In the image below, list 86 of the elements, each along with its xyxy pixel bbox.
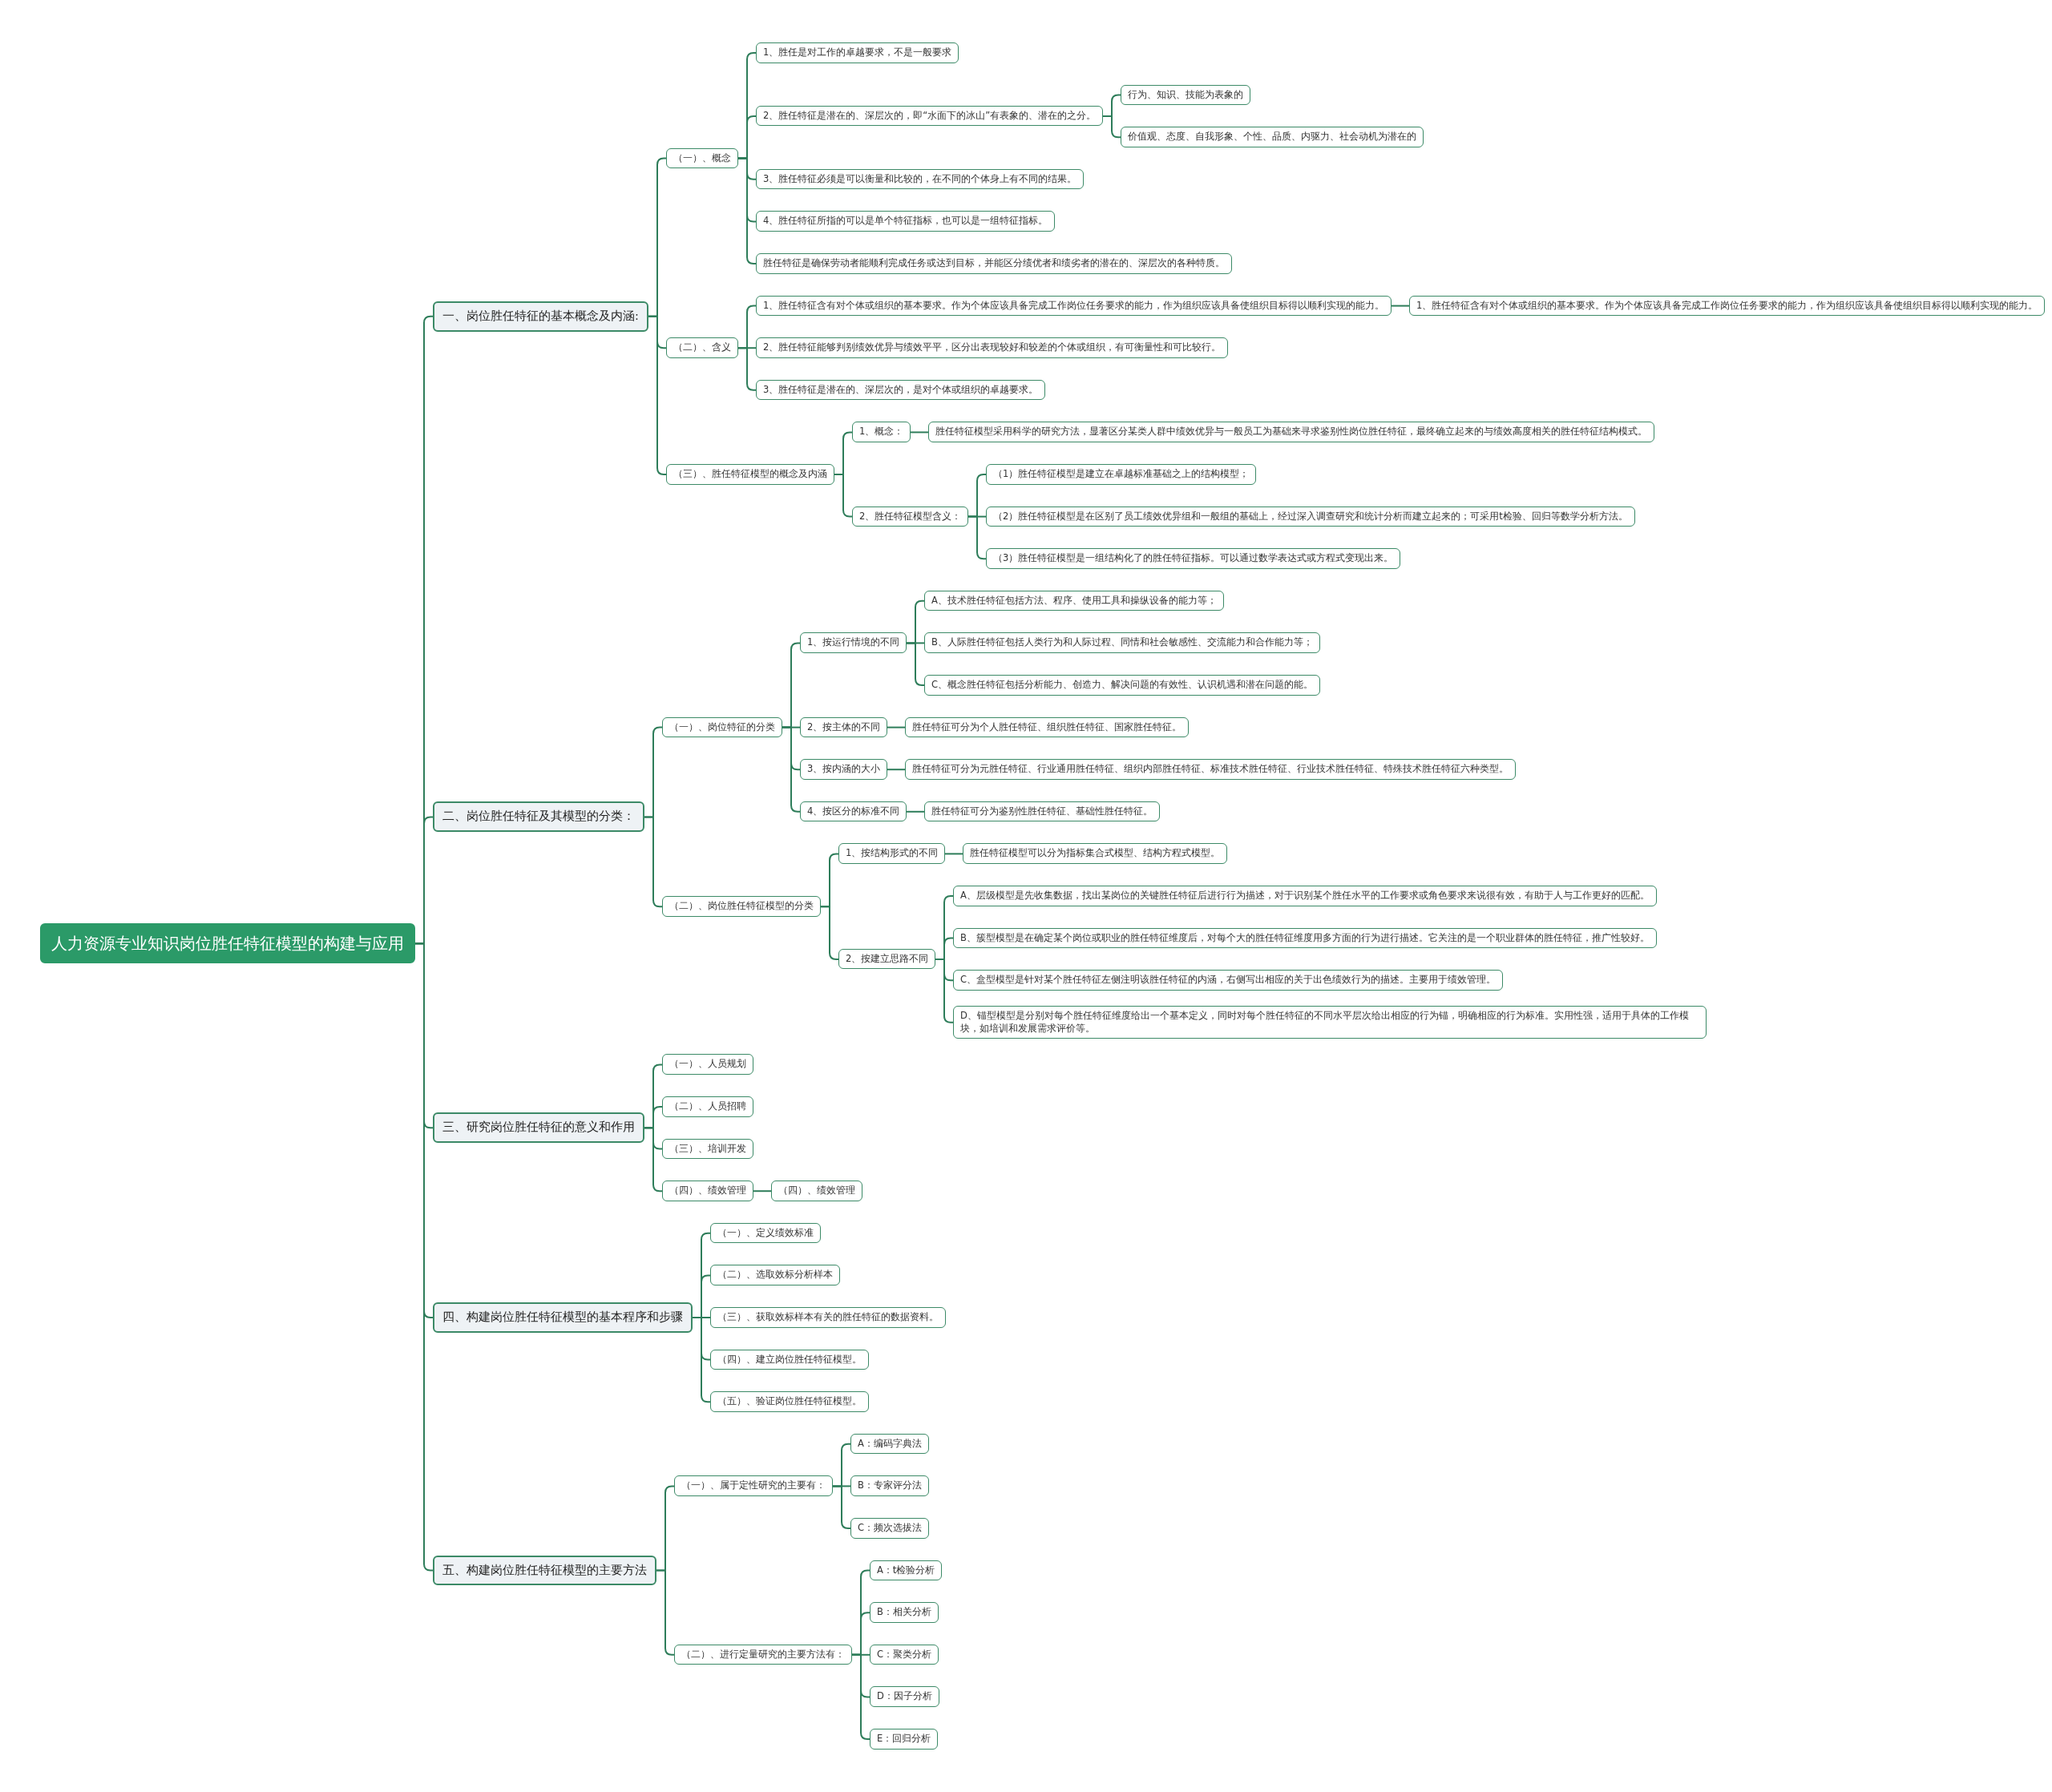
subtopic: A、技术胜任特征包括方法、程序、使用工具和操纵设备的能力等； — [924, 590, 1224, 611]
subtopic: A：编码字典法 — [850, 1433, 929, 1455]
subtopic: 胜任特征可分为元胜任特征、行业通用胜任特征、组织内部胜任特征、标准技术胜任特征、行业技术胜任特征、特殊技术胜任特征六种类型。 — [905, 759, 1516, 780]
subtopic: （三）、培训开发 — [662, 1138, 753, 1160]
subtopic: 2、按主体的不同 — [800, 716, 888, 738]
connector-line — [737, 157, 757, 264]
subtopic: 1、概念： — [852, 422, 911, 442]
subtopic: 1、胜任是对工作的卓越要求，不是一般要求 — [756, 42, 959, 63]
subtopic: 2、按建立思路不同 — [838, 948, 936, 970]
subtopic: D：因子分析 — [870, 1686, 939, 1707]
subtopic: （一）、岗位特征的分类 — [662, 716, 782, 738]
connector-line — [851, 1653, 870, 1740]
subtopic: B、簇型模型是在确定某个岗位或职业的胜任特征维度后，对每个大的胜任特征维度用多方面的行为进行描述。它关注的是一个职业群体的胜任特征，推广性较好。 — [953, 927, 1657, 949]
connector-line — [820, 906, 839, 960]
connector-line — [644, 1127, 663, 1193]
subtopic: 4、按区分的标准不同 — [800, 801, 907, 822]
connector-line — [944, 853, 963, 855]
subtopic: A：t检验分析 — [870, 1560, 943, 1581]
subtopic: 胜任特征可分为个人胜任特征、组织胜任特征、国家胜任特征。 — [905, 716, 1189, 738]
connector-line — [887, 726, 906, 729]
subtopic: 4、胜任特征所指的可以是单个特征指标，也可以是一组特征指标。 — [756, 211, 1056, 232]
connector-line — [648, 315, 667, 475]
subtopic: （三）、胜任特征模型的概念及内涵 — [666, 464, 834, 485]
subtopic: （四）、建立岗位胜任特征模型。 — [710, 1349, 869, 1370]
subtopic: （二）、人员招聘 — [662, 1096, 753, 1117]
connector-line — [1102, 115, 1121, 139]
connector-line — [782, 726, 801, 813]
subtopic: C、盒型模型是针对某个胜任特征左侧注明该胜任特征的内涵，右侧写出相应的关于出色绩效行为的描述。主要用于绩效管理。 — [953, 970, 1504, 991]
connector-line — [906, 810, 925, 813]
subtopic: （五）、验证岗位胜任特征模型。 — [710, 1391, 869, 1412]
subtopic: B：相关分析 — [870, 1602, 939, 1623]
connector-line — [910, 431, 929, 434]
subtopic: （一）、人员规划 — [662, 1054, 753, 1075]
subtopic: （2）胜任特征模型是在区别了员工绩效优异组和一般组的基础上，经过深入调查研究和统计分析而建立起来的；可采用t检验、回归等数学分析方法。 — [986, 506, 1635, 527]
connector-line — [967, 515, 987, 560]
subtopic: C：频次选拔法 — [850, 1518, 930, 1539]
subtopic: （二）、选取效标分析样本 — [710, 1265, 840, 1285]
subtopic: C、概念胜任特征包括分析能力、创造力、解决问题的有效性、认识机遇和潜在问题的能。 — [924, 675, 1321, 696]
subtopic: 3、胜任特征必须是可以衡量和比较的，在不同的个体身上有不同的结果。 — [756, 168, 1085, 190]
branch-topic: 二、岗位胜任特征及其模型的分类： — [433, 801, 644, 833]
subtopic: （三）、获取效标样本有关的胜任特征的数据资料。 — [710, 1307, 946, 1328]
subtopic: B：专家评分法 — [850, 1475, 929, 1496]
subtopic: 胜任特征是确保劳动者能顺利完成任务或达到目标，并能区分绩优者和绩劣者的潜在的、深层次的各种特质。 — [756, 253, 1232, 274]
subtopic: 1、按结构形式的不同 — [838, 843, 946, 864]
branch-topic: 四、构建岗位胜任特征模型的基本程序和步骤 — [433, 1302, 693, 1333]
connector-line — [414, 942, 434, 1572]
subtopic: 1、胜任特征含有对个体或组织的基本要求。作为个体应该具备完成工作岗位任务要求的能力，作为组织应该具备使组织目标得以顺利实现的能力。 — [1409, 295, 2046, 317]
connector-line — [887, 769, 906, 771]
subtopic: C：聚类分析 — [870, 1644, 939, 1665]
subtopic: A、层级模型是先收集数据，找出某岗位的关键胜任特征后进行行为描述，对于识别某个胜任水平的工作要求或角色要求来说很有效，有助于人与工作更好的匹配。 — [953, 886, 1657, 906]
subtopic: （3）胜任特征模型是一组结构化了的胜任特征指标。可以通过数学表达式或方程式变现出来。 — [986, 548, 1401, 569]
connector-line — [753, 1190, 772, 1193]
subtopic: 3、胜任特征是潜在的、深层次的，是对个体或组织的卓越要求。 — [756, 379, 1046, 401]
subtopic: 1、胜任特征含有对个体或组织的基本要求。作为个体应该具备完成工作岗位任务要求的能力，作为组织应该具备使组织目标得以顺利实现的能力。 — [756, 295, 1392, 317]
subtopic: （四）、绩效管理 — [662, 1181, 753, 1201]
connector-line — [832, 1485, 851, 1529]
connector-line — [906, 642, 925, 686]
subtopic: 胜任特征可分为鉴别性胜任特征、基础性胜任特征。 — [924, 801, 1160, 822]
subtopic: 3、按内涵的大小 — [800, 759, 888, 780]
subtopic: （四）、绩效管理 — [771, 1181, 862, 1201]
subtopic: 行为、知识、技能为表象的 — [1121, 84, 1250, 106]
subtopic: 2、胜任特征是潜在的、深层次的，即“水面下的冰山”有表象的、潜在的之分。 — [756, 105, 1104, 127]
subtopic: E：回归分析 — [870, 1729, 939, 1750]
connector-line — [644, 816, 663, 908]
subtopic: （一）、属于定性研究的主要有： — [674, 1475, 833, 1496]
subtopic: （一）、定义绩效标准 — [710, 1222, 821, 1244]
subtopic: 2、胜任特征模型含义： — [852, 506, 969, 527]
subtopic: 价值观、态度、自我形象、个性、品质、内驱力、社会动机为潜在的 — [1121, 127, 1424, 147]
subtopic: B、人际胜任特征包括人类行为和人际过程、同情和社会敏感性、交流能力和合作能力等； — [924, 632, 1320, 653]
subtopic: 1、按运行情境的不同 — [800, 632, 907, 653]
subtopic: （1）胜任特征模型是建立在卓越标准基础之上的结构模型； — [986, 464, 1257, 485]
branch-topic: 三、研究岗位胜任特征的意义和作用 — [433, 1112, 644, 1144]
subtopic: （二）、进行定量研究的主要方法有： — [674, 1644, 852, 1665]
subtopic: 胜任特征模型可以分为指标集合式模型、结构方程式模型。 — [963, 843, 1227, 864]
subtopic: 胜任特征模型采用科学的研究方法，显著区分某类人群中绩效优异与一般员工为基础来寻求鉴别性岗位胜任特征，最终确立起来的与绩效高度相关的胜任特征结构模式。 — [928, 422, 1654, 442]
subtopic: D、锚型模型是分别对每个胜任特征维度给出一个基本定义，同时对每个胜任特征的不同水平层次给出相应的行为锚，明确相应的行为标准。实用性强，适用于具体的工作模块，如培训和发展需求评价等。 — [953, 1006, 1707, 1039]
subtopic: 2、胜任特征能够判别绩效优异与绩效平平，区分出表现较好和较差的个体或组织，有可衡量性和可比较行。 — [756, 337, 1229, 358]
connector-line — [1391, 305, 1410, 307]
branch-topic: 一、岗位胜任特征的基本概念及内涵: — [433, 301, 648, 332]
subtopic: （二）、含义 — [666, 337, 738, 358]
subtopic: （二）、岗位胜任特征模型的分类 — [662, 896, 821, 917]
subtopic: （一）、概念 — [666, 147, 738, 168]
central-topic: 人力资源专业知识岗位胜任特征模型的构建与应用 — [40, 923, 415, 964]
connector-line — [656, 1569, 675, 1656]
branch-topic: 五、构建岗位胜任特征模型的主要方法 — [433, 1555, 656, 1586]
connector-line — [737, 347, 757, 391]
